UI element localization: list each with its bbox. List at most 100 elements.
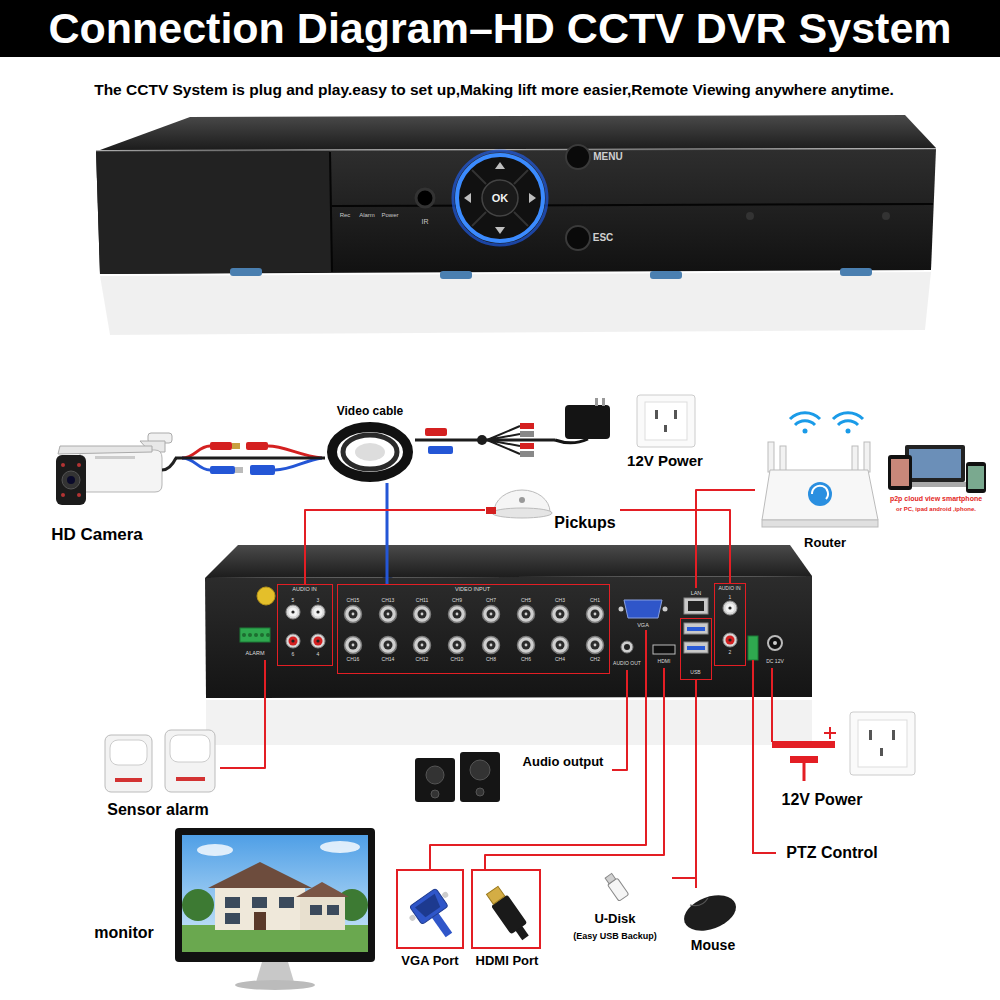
dvr-front-unit-part: [100, 115, 936, 150]
dvr-front-unit-part: [453, 151, 547, 245]
indicator-label: Power: [381, 212, 398, 219]
dvr-rear-panel-part: [414, 637, 431, 654]
sensor-drawing: [105, 730, 215, 792]
dvr-rear-panel-part: [723, 633, 737, 647]
node-label: U-Disk: [594, 912, 635, 927]
node-label: DC 12V: [766, 659, 784, 665]
note-text: p2p cloud view smartphone: [890, 495, 982, 503]
router-drawing-part: [852, 446, 858, 472]
dvr-rear-panel-part: [483, 637, 500, 654]
viewing-devices-part: [966, 462, 986, 493]
power-outlet-node: 12V Power: [765, 708, 920, 812]
dvr-rear-panel-part: [266, 633, 270, 637]
title-text: Connection Diagram–HD CCTV DVR System: [48, 4, 951, 53]
dvr-rear-panel-part: [687, 646, 705, 650]
usb-disk-node: U-Disk(Easy USB Backup): [560, 870, 672, 945]
sensor-drawing-part: [170, 735, 210, 762]
dvr-rear-panel: [205, 545, 812, 745]
cable-reel-drawing: [332, 427, 408, 477]
pin-number: 2: [729, 650, 732, 656]
router-drawing-part: [762, 520, 878, 527]
router-drawing-part: [762, 470, 878, 520]
power-adapter-drawing-part: [565, 405, 610, 439]
node-label: AUDIO IN: [718, 586, 740, 592]
dvr-rear-panel-part: [449, 637, 466, 654]
dvr-rear-panel-part: [688, 601, 704, 611]
connector-wire: [386, 483, 389, 584]
viewing-devices-part: [909, 449, 961, 478]
node-label: 12V Power: [627, 452, 703, 469]
hd-camera-drawing-part: [77, 493, 81, 497]
connector-wire: [620, 510, 730, 583]
viewing-devices-part: [905, 445, 965, 482]
monitor-drawing-part: [182, 835, 368, 952]
connector-wire: [415, 439, 555, 442]
dvr-rear-panel-part: [345, 637, 362, 654]
dc-power-drawing-part: [772, 741, 835, 748]
cable-reel-drawing-part: [343, 435, 397, 469]
dvr-rear-panel-part: [624, 600, 662, 618]
monitor-drawing-part: [252, 897, 267, 908]
hd-camera-drawing-part: [80, 450, 162, 492]
power-adapter-drawing-part: [645, 402, 687, 440]
node-label: ALARM: [246, 650, 265, 656]
dvr-front-unit-part: [650, 271, 682, 279]
sensor-drawing-part: [165, 730, 215, 792]
speaker-drawing-part: [476, 788, 484, 796]
dvr-rear-panel-part: [619, 607, 624, 612]
vga-cable-drawing-part-part: [409, 888, 448, 924]
dvr-rear-panel-part: [687, 627, 705, 631]
dvr-front-unit: [96, 115, 936, 335]
dvr-rear-panel-part: [311, 605, 325, 619]
node-label: HDMI Port: [476, 954, 539, 969]
mouse-drawing-part: [679, 889, 741, 938]
hd-camera-drawing-part: [58, 446, 152, 454]
dvr-front-unit-part: [96, 151, 332, 274]
node-label: PTZ Control: [786, 844, 878, 862]
dc-power-drawing-part: [790, 756, 818, 763]
hd-camera-drawing-part: [62, 471, 80, 489]
monitor-drawing-part: [235, 980, 315, 990]
router-drawing-part: [838, 421, 858, 425]
node-label: monitor: [94, 924, 154, 942]
hd-camera-drawing: [56, 433, 176, 505]
speaker-drawing-part: [431, 790, 439, 798]
dvr-rear-panel-part: [663, 607, 668, 612]
channel-label: CH15: [347, 598, 360, 604]
dvr-rear-panel-part: [240, 628, 270, 642]
dvr-front-unit-part: [746, 212, 754, 220]
button-label: MENU: [593, 151, 622, 163]
power-adapter-drawing-part: [602, 398, 605, 406]
node-label: HD Camera: [51, 525, 143, 545]
dvr-rear-panel-part: [723, 601, 737, 615]
indicator-label: Alarm: [359, 212, 375, 219]
dvr-rear-panel-part: [653, 645, 675, 654]
sensor-node: Sensor alarm: [100, 725, 220, 822]
hdmi-cable-drawing-part: [484, 885, 534, 944]
dvr-front-unit-part: [514, 170, 528, 184]
dvr-rear-panel-part: [286, 634, 300, 648]
pickup-drawing-part: [492, 508, 552, 518]
router-drawing-part: [803, 429, 808, 434]
router-drawing-part: [768, 442, 774, 472]
monitor-drawing: [175, 828, 375, 990]
dvr-front-unit-part: [330, 152, 332, 272]
router-drawing-part: [846, 429, 851, 434]
dc-power-drawing-part: [892, 730, 895, 740]
power-adapter-drawing-part: [595, 398, 598, 406]
connector-wire: [220, 660, 265, 768]
viewing-devices: [888, 445, 986, 493]
node-label: VGA: [637, 622, 649, 628]
monitor-drawing-part: [256, 962, 294, 982]
pickup-node: Pickups: [485, 485, 620, 537]
usb-disk-drawing: [603, 872, 628, 901]
sensor-drawing-part: [176, 777, 205, 781]
audio-in-group: AUDIO IN: [277, 584, 333, 666]
dvr-rear-panel-part: [205, 545, 812, 578]
note-text: or PC, ipad android ,iphone.: [896, 506, 976, 513]
monitor-drawing-part: [175, 828, 375, 962]
sensor-drawing-part: [105, 735, 152, 792]
button-label: OK: [492, 192, 509, 205]
video-input-group: VIDEO INPUT: [337, 584, 610, 674]
viewing-devices-part: [891, 459, 909, 486]
